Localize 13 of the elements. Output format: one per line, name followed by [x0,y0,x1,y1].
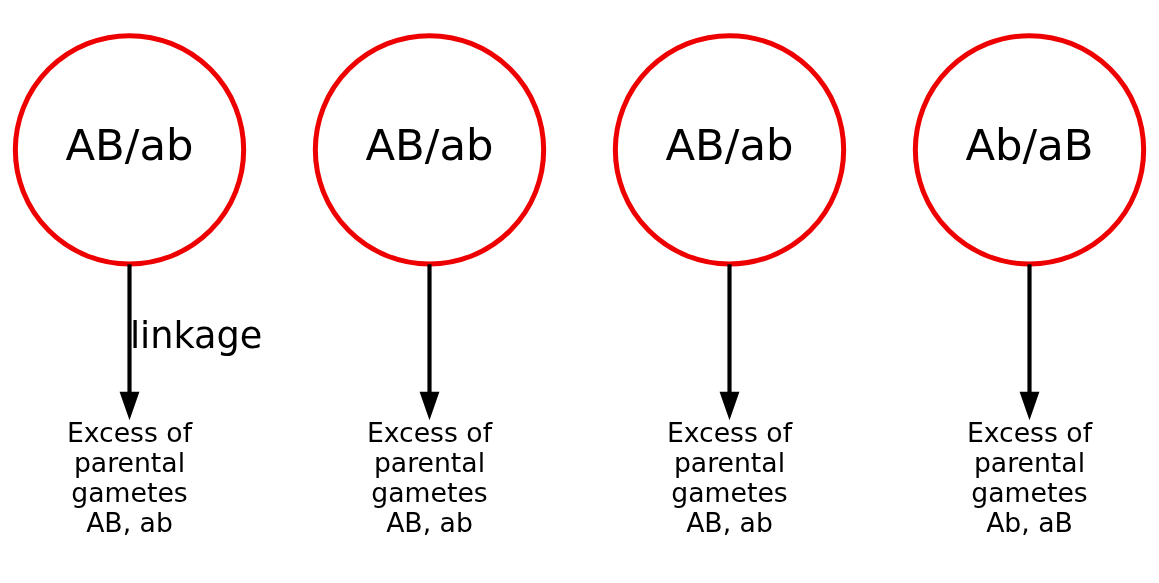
node-circle: AB/ab [12,33,247,267]
arrow [719,264,740,421]
node-circle: AB/ab [312,33,547,267]
arrow [1019,264,1040,421]
node-text: Excess of parental gametes AB, ab [366,417,493,538]
node-text: Excess of parental gametes Ab, aB [966,417,1093,538]
node-text: Excess of parental gametes AB, ab [66,417,193,538]
arrow [119,264,140,421]
edge-label: linkage [129,314,263,358]
arrow [419,264,440,421]
node-circle: Ab/aB [912,33,1147,267]
node-text: Excess of parental gametes AB, ab [666,417,793,538]
node-circle: AB/ab [612,33,847,267]
